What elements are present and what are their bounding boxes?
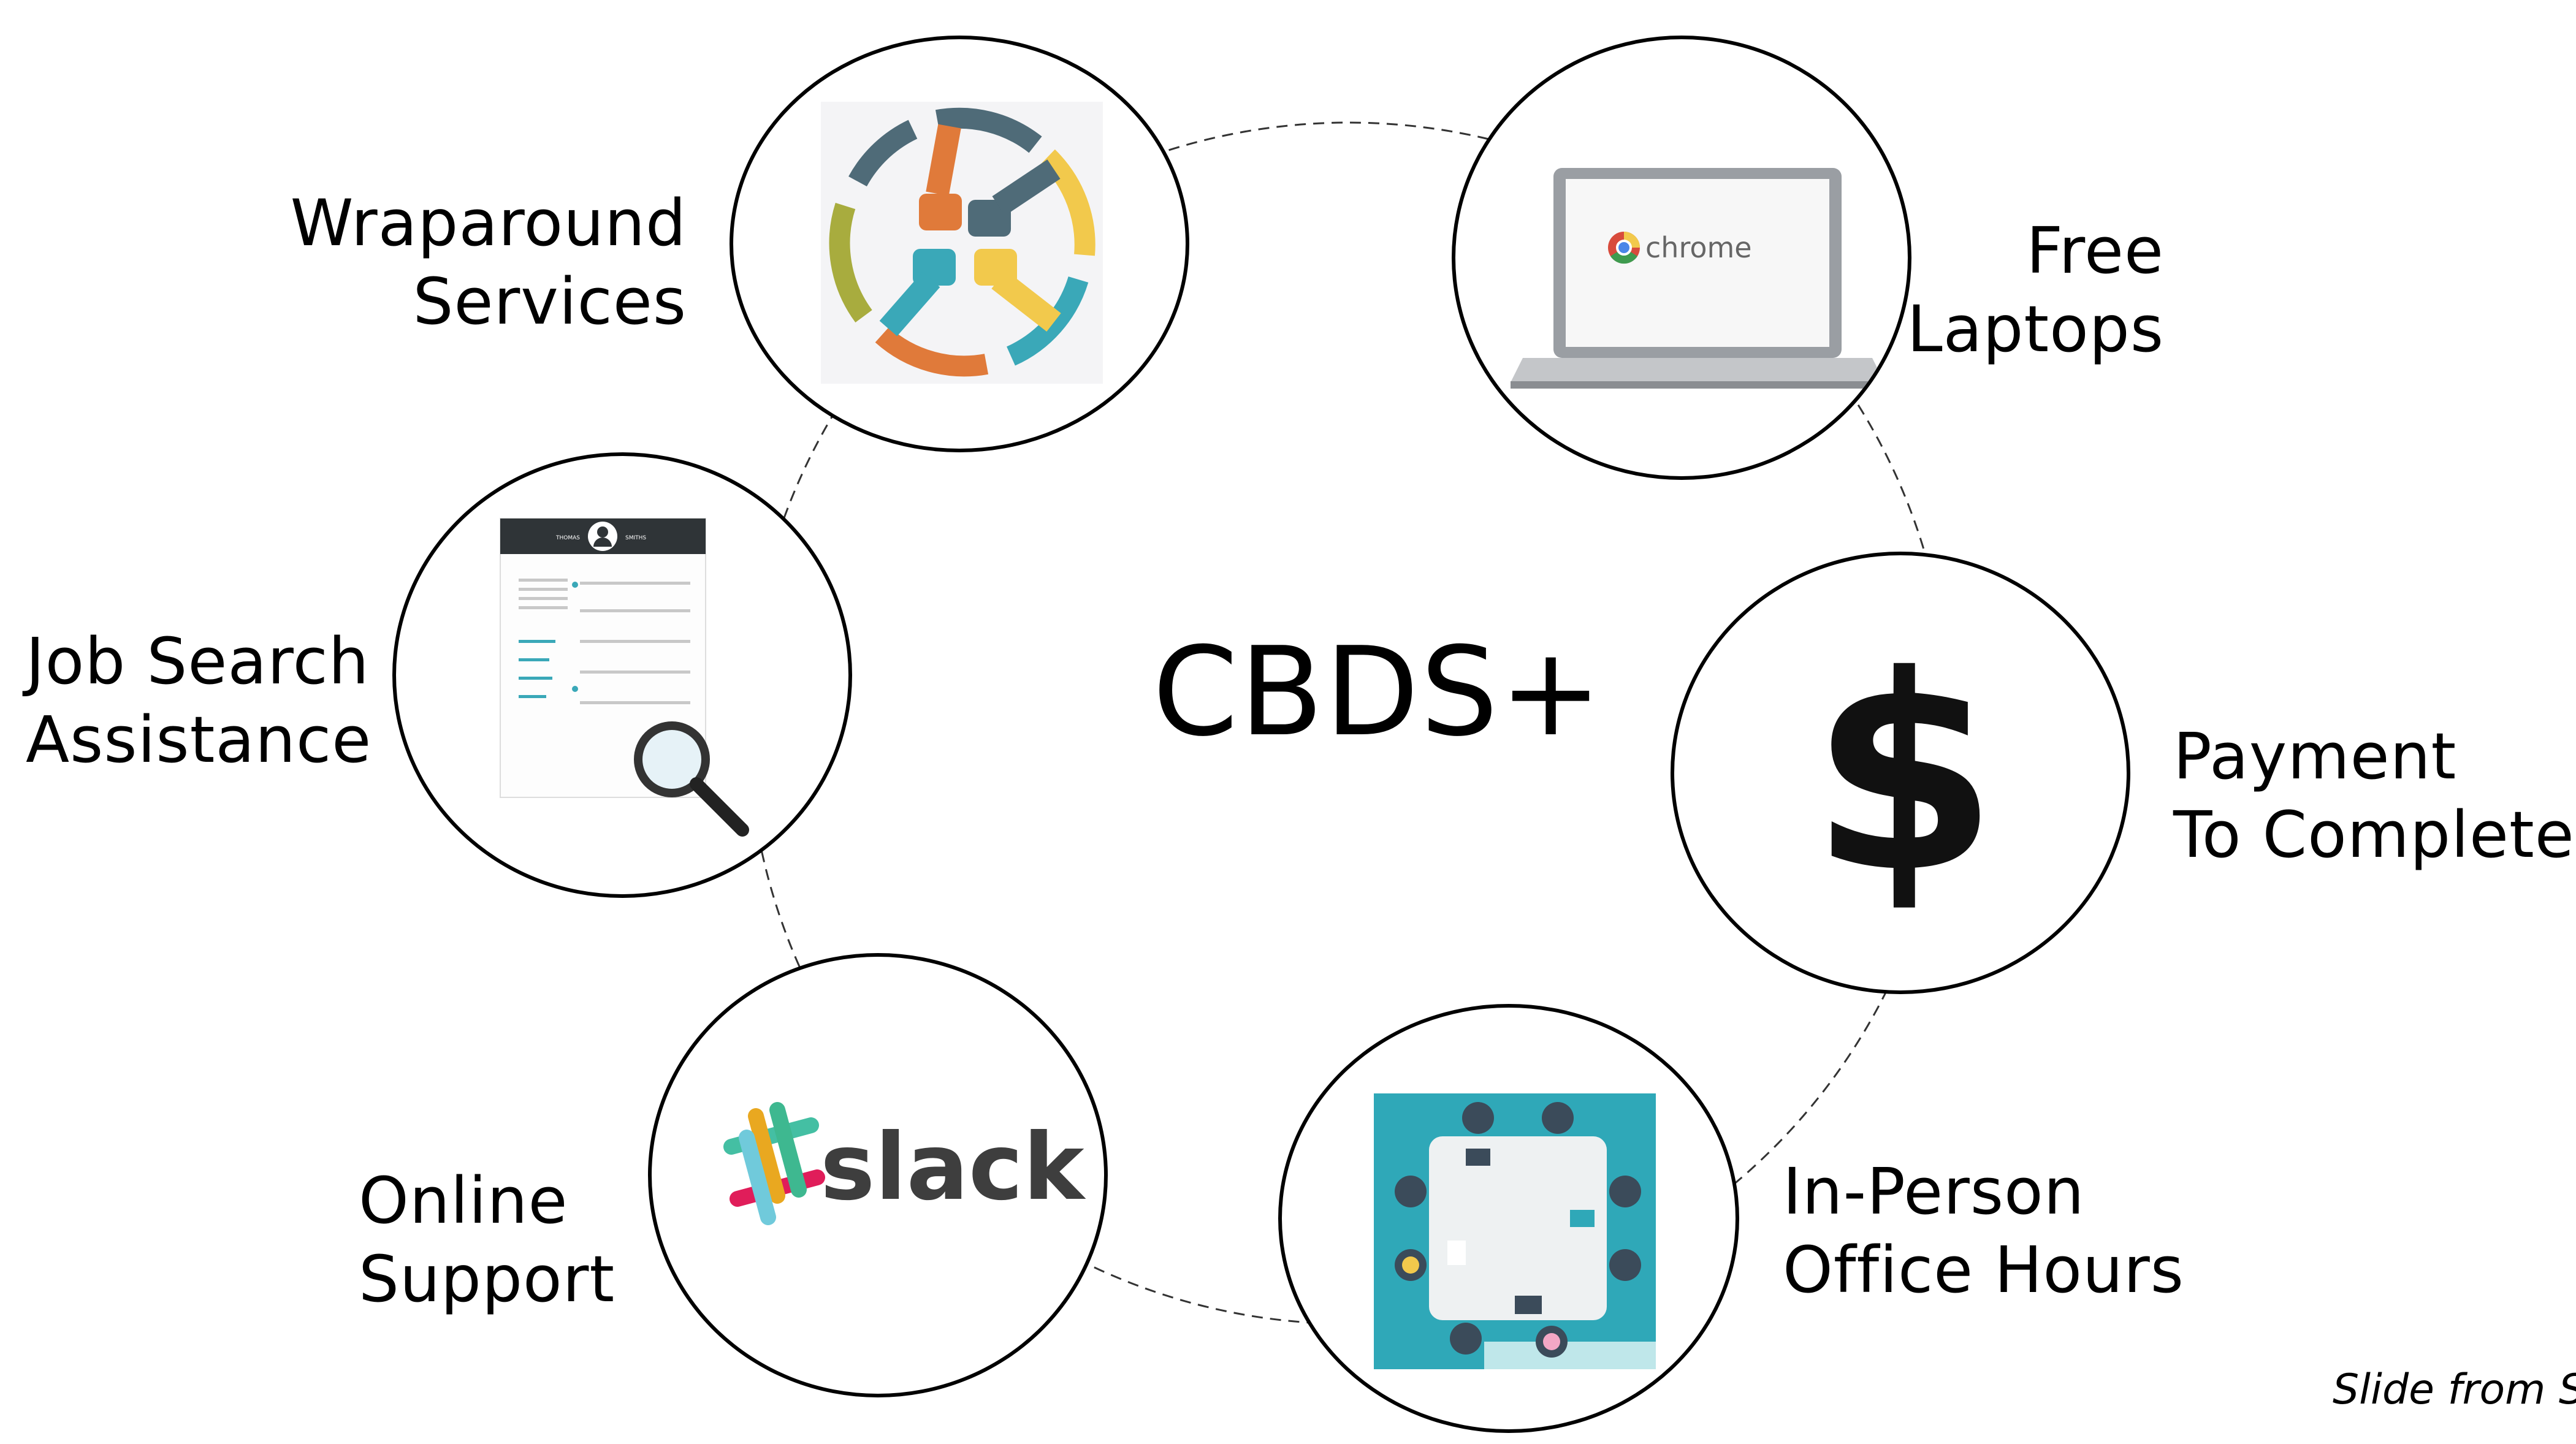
slack-icon: slack: [723, 1102, 1086, 1225]
svg-text:$: $: [1810, 618, 1998, 932]
svg-text:slack: slack: [820, 1114, 1086, 1221]
wraparound-label: Wraparound Services: [290, 186, 687, 339]
job-label: Job Search Assistance: [26, 624, 372, 777]
online-label: Online Support: [359, 1163, 615, 1317]
job-node: THOMAS SMITHS: [392, 452, 852, 898]
payment-node: $: [1671, 552, 2130, 994]
center-title: CBDS+: [1153, 621, 1604, 764]
wraparound-node: [730, 36, 1189, 452]
chrome-wordmark: chrome: [1645, 231, 1752, 264]
online-node: slack: [648, 953, 1108, 1397]
dollar-icon: $: [1810, 618, 1998, 932]
office-node: [1278, 1004, 1739, 1433]
laptop-icon: chrome: [1511, 168, 1884, 389]
resume-magnifier-icon: THOMAS SMITHS: [500, 518, 749, 837]
svg-text:SMITHS: SMITHS: [625, 535, 646, 541]
hands-circle-icon: [821, 102, 1103, 384]
slide-credit: Slide from Sı: [2333, 1366, 2576, 1414]
laptops-label: Free Laptops: [1907, 213, 2164, 367]
svg-text:THOMAS: THOMAS: [555, 535, 580, 541]
payment-label: Payment To Complete: [2173, 719, 2575, 872]
office-label: In-Person Office Hours: [1783, 1154, 2184, 1307]
meeting-table-icon: [1374, 1093, 1656, 1369]
laptops-node: chrome: [1452, 36, 1911, 480]
